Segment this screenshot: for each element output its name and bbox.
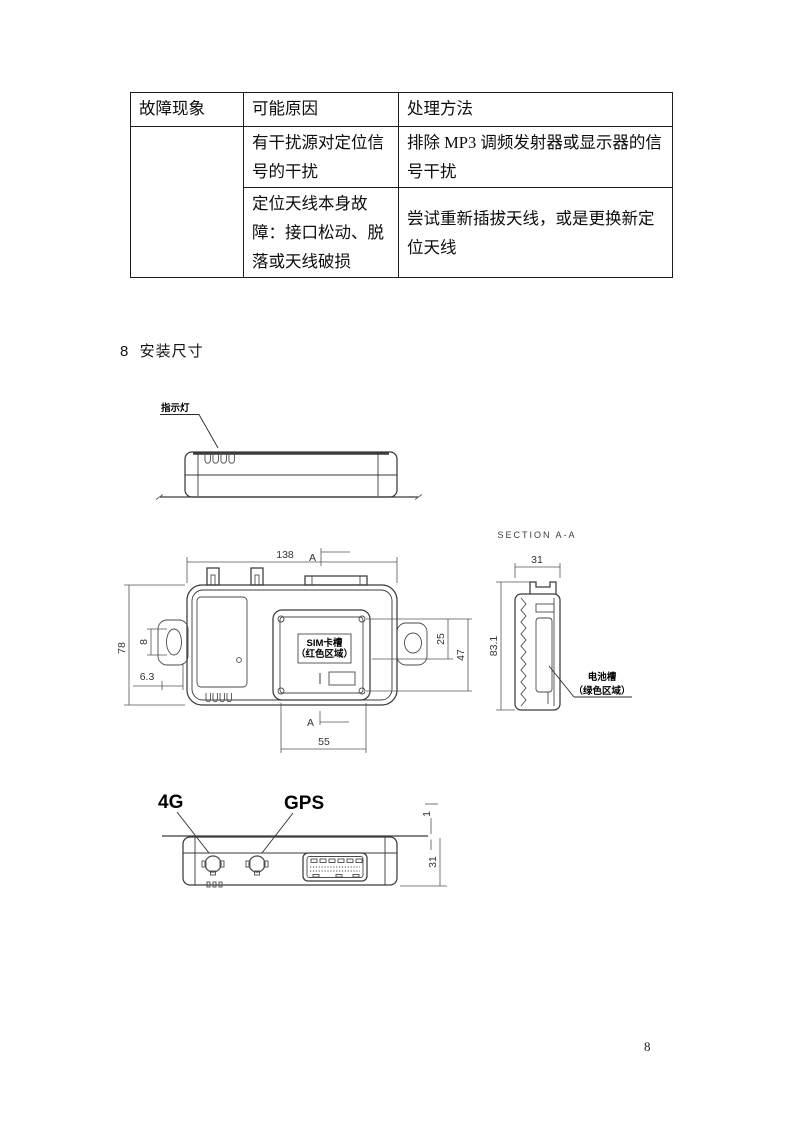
table-row: 有干扰源对定位信号的干扰 排除 MP3 调频发射器或显示器的信号干扰 [130,126,673,278]
mounting-plate [155,494,423,500]
section-heading: 8 安装尺寸 [120,343,204,360]
device-outline-top [186,567,398,706]
dim-8-text: 8 [138,639,150,645]
device-body-side [184,451,398,498]
section-title: SECTION A-A [497,530,576,540]
dimension-6-3: 6.3 [133,663,184,690]
dim-55-text: 55 [318,736,330,748]
dimension-55: 55 [280,703,367,753]
dim-31-bottom-text: 31 [427,856,439,868]
battery-slot-label-line1: 电池槽 [588,671,617,683]
section-view-drawing: SECTION A-A 31 83.1 电池槽 （绿色区域） [488,530,632,711]
table-header-cause: 可能原因 [243,92,399,127]
dim-138-text: 138 [276,549,294,561]
side-view-drawing: 指示灯 [155,402,423,500]
leader-4g [176,811,210,854]
pin-connector [302,852,368,882]
table-cell-solution-1: 排除 MP3 调频发射器或显示器的信号干扰 [398,126,673,188]
antenna-gps-label: GPS [284,793,324,814]
bottom-vent-slots [206,881,223,888]
table-header-solution: 处理方法 [398,92,673,127]
section-body [514,581,561,711]
indicator-vents [204,453,235,464]
indicator-light-label: 指示灯 [161,402,190,414]
dimension-31-bottom: 31 [400,838,447,887]
table-cell-cause-1: 有干扰源对定位信号的干扰 [243,126,399,188]
dimension-1: 1 [421,803,438,850]
dim-78-text: 78 [116,642,128,654]
section-a-text-top: A [309,552,316,564]
antenna-connector-gps [245,855,269,876]
bottom-vents [205,693,232,703]
dim-47-text: 47 [455,649,467,661]
table-row: 定位天线本身故障：接口松动、脱落或天线破损 尝试重新插拔天线，或是更换新定位天线 [131,187,673,278]
dimension-25-47: 25 47 [366,618,472,692]
battery-slot-label-group: 电池槽 （绿色区域） [548,665,632,698]
dim-6-3-text: 6.3 [140,671,155,683]
antenna-4g-label: 4G [158,792,183,813]
antenna-connector-4g [201,855,225,876]
table-header-phenomenon: 故障现象 [130,92,244,127]
section-marker-top: A [309,548,350,566]
dimension-31-section: 31 [514,554,561,578]
dimension-78: 78 [116,584,185,706]
sim-panel: SIM卡槽 （红色区域） [272,609,371,701]
bottom-view-drawing: 4G GPS [158,792,447,888]
dim-31-text: 31 [531,554,543,566]
page-number: 8 [644,1039,651,1054]
leader-gps [261,812,294,854]
dimension-8: 8 [138,628,167,656]
fault-table: 故障现象 可能原因 处理方法 有干扰源对定位信号的干扰 排除 MP3 调频发射器… [130,92,673,278]
sim-slot-label-line1: SIM卡槽 [307,637,343,649]
leader-line [198,414,219,449]
table-header-row: 故障现象 可能原因 处理方法 [130,92,673,127]
dim-83-1-text: 83.1 [488,636,500,657]
mounting-flange-left [157,619,189,666]
battery-slot-label-line2: （绿色区域） [573,685,630,697]
table-cell-phenomenon [130,126,244,278]
device-body-bottom [182,836,398,886]
battery-cover-panel [196,596,248,688]
indicator-label-group: 指示灯 [160,402,219,449]
table-cell-solution-2: 尝试重新插拔天线，或是更换新定位天线 [398,187,673,278]
top-view-drawing: SIM卡槽 （红色区域） 138 A 78 8 [116,548,472,753]
mounting-flange-right [396,622,428,666]
dimension-83-1: 83.1 [488,581,530,711]
dimension-138: 138 [186,549,398,583]
sim-slot-label-line2: （红色区域） [296,648,353,660]
dim-1-text: 1 [421,811,433,817]
table-cell-cause-2: 定位天线本身故障：接口松动、脱落或天线破损 [243,187,399,278]
battery-leader-line [548,665,575,698]
section-a-text-bottom: A [307,717,314,729]
dim-25-text: 25 [435,633,447,645]
section-marker-bottom: A [307,711,349,729]
